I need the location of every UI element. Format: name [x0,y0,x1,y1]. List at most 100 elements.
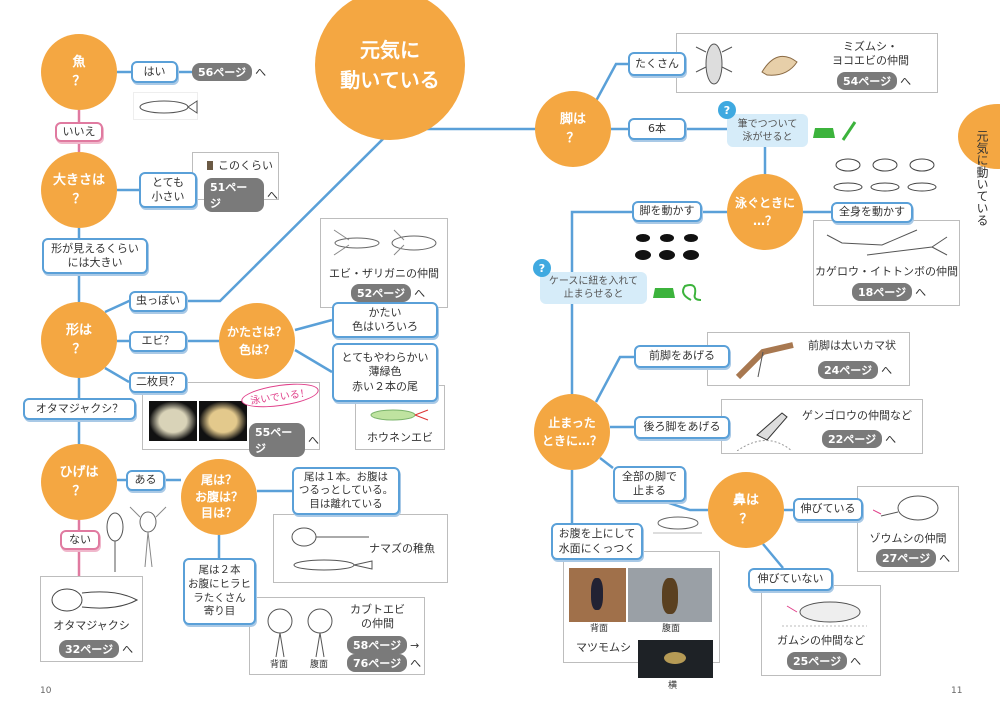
question-icon: ? [718,101,736,119]
shrimp-crayfish-illustration [333,229,437,256]
answer-soft: とてもやわらかい 薄緑色 赤い２本の尾 [332,343,438,402]
answer-no: いいえ [55,122,103,142]
page-ref-51[interactable]: 51ページへ [204,178,278,212]
ref-suffix: へ [122,643,134,656]
belly-view-label: 腹面 [310,660,329,670]
node-swimming-question: 泳ぐときに …？ [727,174,803,250]
answer-hind-legs: 後ろ脚をあげる [634,416,730,439]
page-badge: 58ページ [347,636,408,654]
fish-illustration [133,92,198,120]
page-ref-32[interactable]: 32ページへ [59,640,133,658]
isopod-amphipod-illustration [695,43,798,85]
page-ref-55[interactable]: 55ページへ [249,423,319,457]
page-ref-22[interactable]: 22ページへ [822,430,896,448]
crawling-beetle-illustration [653,516,702,534]
node-tail-belly-eye-question: 尾は？ お腹は？ 目は？ [181,459,257,535]
tadpole-shrimp-label: カブトエビ の仲間 [350,603,405,631]
answer-two-tails: 尾は２本 お腹にヒラヒ ラたくさん 寄り目 [183,558,256,625]
page-ref-27[interactable]: 27ページへ [876,549,950,567]
node-fish-question: 魚 ？ [41,34,117,110]
answer-shrimp: エビ？ [129,331,187,352]
swimming-note: 泳いでいる！ [239,379,320,412]
diving-beetle-label: ゲンゴロウの仲間など [802,409,912,422]
weevil-label: ゾウムシの仲間 [869,532,947,545]
water-scorpion-illustration [735,342,794,380]
page-badge: 18ページ [852,283,913,301]
node-whisker-question: ひげは ？ [41,444,117,520]
belly-view-label: 腹面 [662,624,681,634]
node-nose-question: 鼻は ？ [708,472,784,548]
beetle-silhouettes-icon [635,234,699,260]
swimming-shrimp-illustration [833,158,937,192]
node-legs-question: 脚は ？ [535,91,611,167]
page-badge: 27ページ [876,549,937,567]
page-ref-76[interactable]: 76ページへ [347,654,421,672]
answer-whole-body: 全身を動かす [831,202,913,223]
ref-suffix: へ [915,286,927,299]
page-badge: 56ページ [192,63,253,81]
mayfly-damselfly-illustration [826,229,948,256]
water-scavenger-panel: ガムシの仲間など 25ページへ [761,585,881,676]
page-ref-25[interactable]: 25ページへ [787,652,861,670]
page-ref-56[interactable]: 56ページへ [192,63,266,81]
answer-visible-big: 形が見えるくらい には大きい [42,238,148,274]
mantis-legs-label: 前脚は太いカマ状 [808,339,896,352]
page-ref-24[interactable]: 24ページへ [818,361,892,379]
page-badge: 54ページ [837,72,898,90]
page-badge: 22ページ [822,430,883,448]
diving-beetle-illustration [737,412,793,451]
page-number-right: 11 [951,686,963,696]
isopod-amphipod-panel: ミズムシ・ ヨコエビの仲間 54ページへ [676,33,938,93]
this-size-label: このくらい [218,159,273,172]
mayfly-damselfly-label: カゲロウ・イトトンボの仲間 [815,265,958,278]
catfish-fry-label: ナマズの稚魚 [369,542,435,555]
ref-suffix: へ [267,189,278,202]
tadpole-illustration [51,588,139,612]
ref-suffix: へ [881,364,893,377]
page-ref-58[interactable]: 58ページ→ [347,636,419,654]
page-number-left: 10 [40,686,52,696]
clam-shrimp-photo [149,401,197,441]
tadpole-shrimp-illustration [267,608,333,658]
answer-one-tail: 尾は１本。お腹は つるっとしている。 目は離れている [292,467,400,515]
page-badge: 24ページ [818,361,879,379]
node-size-question: 大きさは ？ [41,152,117,228]
question-icon: ? [533,259,551,277]
isopod-amphipod-label: ミズムシ・ ヨコエビの仲間 [832,40,909,68]
side-tab-label: 元気に動いている [975,130,989,226]
page-badge: 51ページ [204,178,264,212]
page-ref-54[interactable]: 54ページへ [837,72,911,90]
catfish-fry-illustration [291,527,373,571]
ref-suffix: → [410,638,420,652]
tray-and-string-icon [653,284,701,301]
fairy-shrimp-label: ホウネンエビ [367,431,433,444]
node-hardness-color-question: かたさは？ 色は？ [219,303,295,379]
page-badge: 25ページ [787,652,848,670]
clam-shrimp-photo [199,401,247,441]
page-ref-18[interactable]: 18ページへ [852,283,926,301]
shrimp-crayfish-label: エビ・ザリガニの仲間 [329,267,439,280]
answer-many: たくさん [628,52,686,76]
answer-clam: 二枚貝？ [129,372,187,393]
clam-shrimp-panel: 泳いでいる！ 55ページへ [142,379,320,457]
backswimmer-belly-photo [628,568,712,622]
answer-yes: はい [131,61,178,83]
ref-suffix: へ [410,657,422,670]
page-ref-52[interactable]: 52ページへ [351,284,425,302]
small-size-panel: このくらい 51ページへ [192,152,279,212]
ref-suffix: へ [255,66,267,79]
ref-suffix: へ [939,552,951,565]
page-badge: 76ページ [347,654,408,672]
fairy-shrimp-illustration [370,409,429,421]
answer-all-legs: 全部の脚で 止まる [613,466,686,502]
tray-and-brush-icon [813,121,857,141]
tadpole-label: オタマジャクシ [53,619,130,632]
answer-hard: かたい 色はいろいろ [332,302,438,338]
answer-insect-like: 虫っぽい [129,291,187,312]
page-title: 元気に 動いている [315,0,465,140]
weevil-panel: ゾウムシの仲間 27ページへ [857,486,959,572]
diving-beetle-panel: ゲンゴロウの仲間など 22ページへ [721,399,923,454]
back-view-label: 背面 [590,624,609,634]
catfish-fry-panel: ナマズの稚魚 [273,514,448,583]
ref-suffix: へ [850,655,862,668]
